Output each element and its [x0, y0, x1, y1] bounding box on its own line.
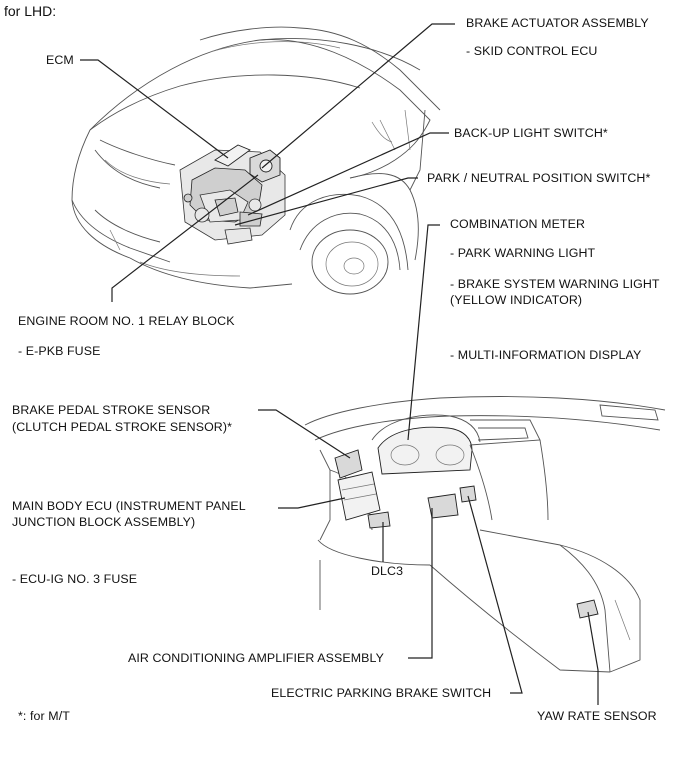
label-dlc3: DLC3 — [371, 564, 404, 578]
label-park-neutral-switch: PARK / NEUTRAL POSITION SWITCH* — [427, 171, 651, 185]
label-backup-light-switch: BACK-UP LIGHT SWITCH* — [454, 126, 608, 140]
label-brake-system-warning: - BRAKE SYSTEM WARNING LIGHT — [450, 277, 660, 291]
leader-lines — [80, 23, 599, 705]
label-park-warning-light: - PARK WARNING LIGHT — [450, 246, 596, 260]
ecm-box — [214, 144, 251, 167]
label-yellow-indicator: (YELLOW INDICATOR) — [450, 293, 583, 307]
label-electric-parking-brake-switch: ELECTRIC PARKING BRAKE SWITCH — [271, 686, 492, 700]
label-ecm: ECM — [46, 53, 74, 67]
dashboard-illustration — [304, 396, 666, 673]
dlc3-shape — [367, 511, 391, 529]
label-yaw-rate-sensor: YAW RATE SENSOR — [537, 709, 657, 723]
label-brake-actuator: BRAKE ACTUATOR ASSEMBLY — [466, 16, 649, 30]
label-multi-info-display: - MULTI-INFORMATION DISPLAY — [450, 348, 642, 362]
label-combination-meter: COMBINATION METER — [450, 217, 586, 231]
label-ecu-ig-fuse: - ECU-IG NO. 3 FUSE — [12, 572, 138, 586]
label-engine-room-relay-block: ENGINE ROOM NO. 1 RELAY BLOCK — [18, 314, 235, 328]
label-epkb-fuse: - E-PKB FUSE — [18, 344, 101, 358]
label-brake-pedal-stroke-sensor: BRAKE PEDAL STROKE SENSOR — [12, 403, 211, 417]
car-body-illustration — [71, 26, 441, 295]
ac-amplifier-shape — [427, 493, 459, 519]
label-junction-block: JUNCTION BLOCK ASSEMBLY) — [12, 515, 196, 529]
label-clutch-pedal-stroke-sensor: (CLUTCH PEDAL STROKE SENSOR)* — [12, 420, 233, 434]
label-skid-control-ecu: - SKID CONTROL ECU — [466, 44, 598, 58]
label-main-body-ecu: MAIN BODY ECU (INSTRUMENT PANEL — [12, 499, 246, 513]
footnote: *: for M/T — [18, 709, 70, 723]
yaw-rate-sensor-shape — [576, 599, 599, 619]
page-title: for LHD: — [4, 3, 57, 19]
brake-pedal-sensor — [334, 449, 363, 479]
main-body-ecu-shape — [337, 471, 381, 521]
epb-switch-shape — [459, 485, 477, 503]
label-ac-amplifier: AIR CONDITIONING AMPLIFIER ASSEMBLY — [128, 651, 384, 665]
